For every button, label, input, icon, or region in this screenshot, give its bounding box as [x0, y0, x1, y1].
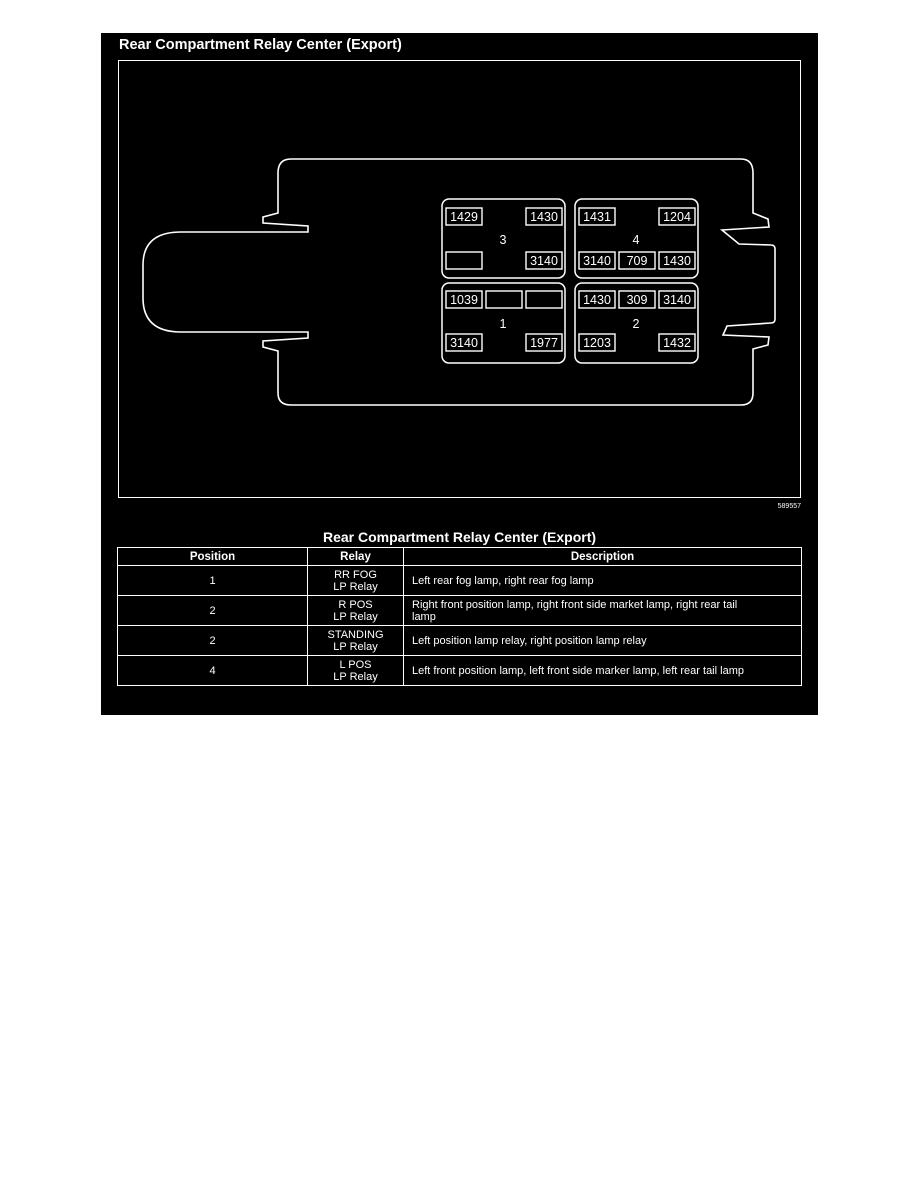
relay-type: LP Relay: [333, 670, 378, 683]
diagram-title: Rear Compartment Relay Center (Export): [119, 37, 402, 53]
terminal-label: 709: [627, 254, 648, 268]
header-relay: Relay: [307, 547, 404, 566]
terminal-label: 3140: [530, 254, 558, 268]
relay-name: R POS: [338, 598, 373, 611]
terminal-label: 1204: [663, 210, 691, 224]
relay-position-label: 1: [500, 317, 507, 331]
cell-position: 1: [117, 565, 308, 596]
terminal-label: 1431: [583, 210, 611, 224]
relay-type: LP Relay: [333, 580, 378, 593]
cell-position: 2: [117, 595, 308, 626]
housing-outline: [142, 158, 776, 406]
cell-description: Left rear fog lamp, right rear fog lamp: [403, 565, 802, 596]
relay-center-diagram: 1429 1430 3140 3 1431 1204 3140 709 1430…: [142, 158, 776, 406]
terminal-label: 3140: [450, 336, 478, 350]
terminal-label: 1203: [583, 336, 611, 350]
relay-position-3: [441, 198, 566, 279]
header-position: Position: [117, 547, 308, 566]
diagram-frame: [118, 60, 801, 498]
terminal-label: 1430: [663, 254, 691, 268]
relay-position-1: [441, 282, 566, 364]
cell-description: Left position lamp relay, right position…: [403, 625, 802, 656]
relay-name: L POS: [339, 658, 372, 671]
relay-position-4: [574, 198, 699, 279]
cell-description: Right front position lamp, right front s…: [403, 595, 802, 626]
table-header-row: Position Relay Description: [117, 547, 802, 566]
relay-name: STANDING: [327, 628, 384, 641]
relay-position-label: 4: [633, 233, 640, 247]
cell-description: Left front position lamp, left front sid…: [403, 655, 802, 686]
terminal-label: 1429: [450, 210, 478, 224]
relay-position-label: 2: [633, 317, 640, 331]
relay-center-sheet: Rear Compartment Relay Center (Export): [101, 33, 818, 715]
figure-id: 589557: [777, 503, 801, 510]
cell-position: 4: [117, 655, 308, 686]
relay-position-2: [574, 282, 699, 364]
terminal-label: 3140: [583, 254, 611, 268]
terminal-label: 1432: [663, 336, 691, 350]
header-description: Description: [403, 547, 802, 566]
table-title: Rear Compartment Relay Center (Export): [322, 529, 597, 545]
terminal-label: 1430: [530, 210, 558, 224]
terminal-label: 309: [627, 293, 648, 307]
terminal-label: 1430: [583, 293, 611, 307]
relay-position-label: 3: [500, 233, 507, 247]
relay-type: LP Relay: [333, 610, 378, 623]
terminal-label: 1039: [450, 293, 478, 307]
terminal-label: 3140: [663, 293, 691, 307]
relay-type: LP Relay: [333, 640, 378, 653]
cell-position: 2: [117, 625, 308, 656]
terminal-label: 1977: [530, 336, 558, 350]
relay-name: RR FOG: [334, 568, 377, 581]
